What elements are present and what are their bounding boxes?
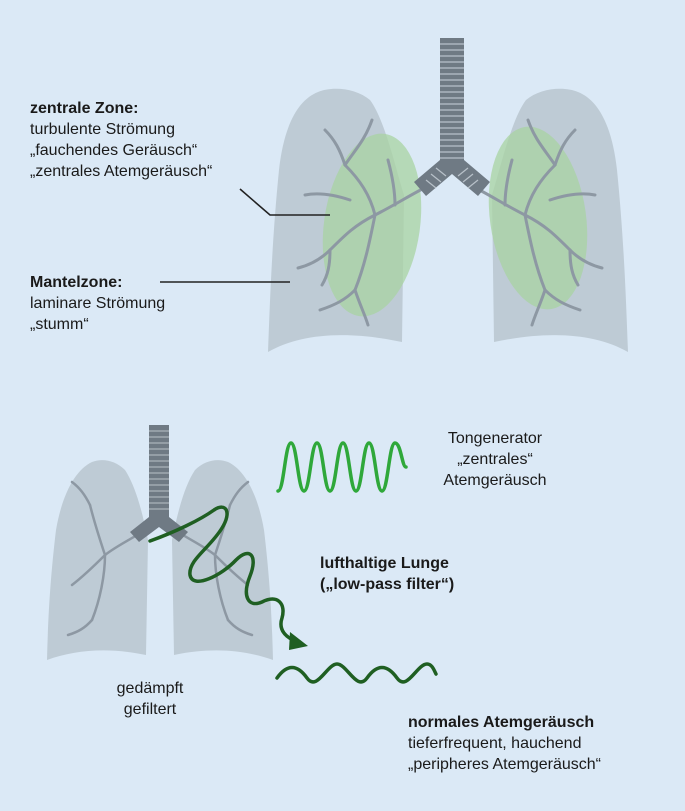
label-zentrale-zone: zentrale Zone: turbulente Strömung „fauc… (30, 98, 212, 182)
leader-lines (160, 188, 330, 283)
central-zone-right (488, 126, 588, 310)
mantel-line-2: „stumm“ (30, 316, 89, 333)
gedaempft-line-2: gefiltert (123, 701, 177, 718)
arrow-head (289, 632, 308, 650)
label-mantelzone: Mantelzone: laminare Strömung „stumm“ (30, 272, 165, 335)
zentral-line-3: „zentrales Atemgeräusch“ (30, 163, 213, 180)
right-lung-small (172, 460, 273, 660)
left-lung-small (47, 460, 148, 660)
wave-tongenerator (276, 441, 408, 493)
label-lufthaltige-lunge: lufthaltige Lunge („low-pass filter“) (320, 553, 454, 595)
trachea-small (130, 425, 188, 542)
filter-line-1: lufthaltige Lunge (320, 555, 449, 572)
wave-normal (275, 662, 438, 684)
gedaempft-line-1: gedämpft (116, 680, 184, 697)
mantel-title: Mantelzone: (30, 274, 123, 291)
tongenerator-line-3: Atemgeräusch (443, 472, 547, 489)
bronchi-right-large (468, 118, 604, 327)
tongenerator-line-1: Tongenerator (447, 430, 543, 447)
leader-zentral (239, 188, 330, 216)
zentral-title: zentrale Zone: (30, 100, 139, 117)
filter-line-2: („low-pass filter“) (320, 576, 455, 593)
label-normales-atemgeraeusch: normales Atemgeräusch tieferfrequent, ha… (408, 712, 601, 775)
normal-line-2: „peripheres Atemgeräusch“ (408, 756, 601, 773)
normal-title: normales Atemgeräusch (408, 714, 595, 731)
lungs-small (47, 425, 273, 660)
trachea-large (414, 38, 490, 196)
normal-line-1: tieferfrequent, hauchend (408, 735, 582, 752)
label-tongenerator: Tongenerator „zentrales“ Atemgeräusch (425, 428, 565, 491)
lungs-large (268, 38, 628, 352)
wave-filtered (148, 505, 300, 644)
tongenerator-line-2: „zentrales“ (457, 451, 533, 468)
label-gedaempft: gedämpft gefiltert (95, 678, 205, 720)
bronchi-left-large (296, 118, 432, 327)
zentral-line-1: turbulente Strömung (30, 121, 175, 138)
mantel-line-1: laminare Strömung (30, 295, 166, 312)
zentral-line-2: „fauchendes Geräusch“ (30, 142, 198, 159)
